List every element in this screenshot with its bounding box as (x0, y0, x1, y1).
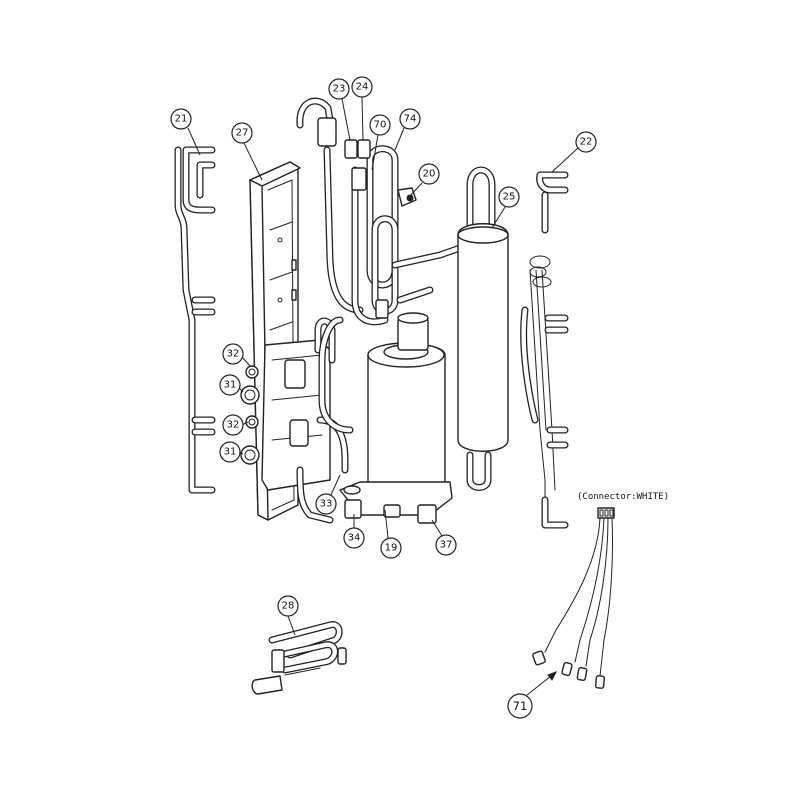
callout-74-label: 74 (404, 114, 417, 125)
callout-32-upper: 32 (222, 343, 251, 367)
callout-24-label: 24 (356, 82, 369, 93)
callout-27-label: 27 (236, 128, 249, 139)
part-28-coil-assembly (251, 621, 347, 695)
callout-32-upper-label: 32 (227, 349, 240, 360)
callout-23: 23 (328, 78, 351, 141)
callout-21: 21 (170, 108, 201, 156)
part-71-thermistor-harness (532, 507, 615, 689)
callout-70: 70 (369, 114, 391, 171)
callout-37: 37 (431, 519, 457, 556)
callout-25-label: 25 (503, 192, 516, 203)
callout-25: 25 (491, 186, 520, 229)
callout-32-lower: 32 (222, 414, 249, 436)
callout-70-label: 70 (374, 120, 387, 131)
part-21-pipe-assembly (174, 146, 216, 494)
callout-20: 20 (409, 163, 440, 197)
part-22-capillary-assembly (520, 171, 569, 529)
callout-22-label: 22 (580, 137, 593, 148)
callout-31-lower-label: 31 (224, 447, 237, 458)
callout-21-label: 21 (175, 114, 188, 125)
part-25-accumulator (457, 166, 509, 491)
callout-31-lower: 31 (219, 441, 244, 463)
callout-33-label: 33 (320, 499, 333, 510)
discharge-pipe-loops (296, 97, 464, 434)
part-19-compressor (339, 312, 453, 524)
callout-20-label: 20 (423, 169, 436, 180)
callout-19-label: 19 (385, 543, 398, 554)
connector-color-note: (Connector:WHITE) (577, 492, 669, 502)
callout-27: 27 (231, 122, 263, 181)
callout-33: 33 (315, 474, 341, 515)
callout-22: 22 (551, 131, 597, 173)
callout-19: 19 (380, 509, 402, 559)
callout-74: 74 (394, 108, 421, 151)
callout-28: 28 (277, 595, 299, 636)
callout-71: 71 (507, 671, 558, 719)
flare-nut-fitting-group (240, 365, 260, 465)
callout-34: 34 (343, 514, 365, 549)
callout-32-lower-label: 32 (227, 420, 240, 431)
valve-block (261, 317, 349, 524)
callout-37-label: 37 (440, 540, 453, 551)
callout-71-label: 71 (513, 699, 528, 713)
callout-23-label: 23 (333, 84, 346, 95)
callout-31-upper-label: 31 (224, 380, 237, 391)
callout-24: 24 (351, 76, 373, 141)
callout-31-upper: 31 (219, 374, 244, 396)
callout-34-label: 34 (348, 533, 361, 544)
callout-28-label: 28 (282, 601, 295, 612)
